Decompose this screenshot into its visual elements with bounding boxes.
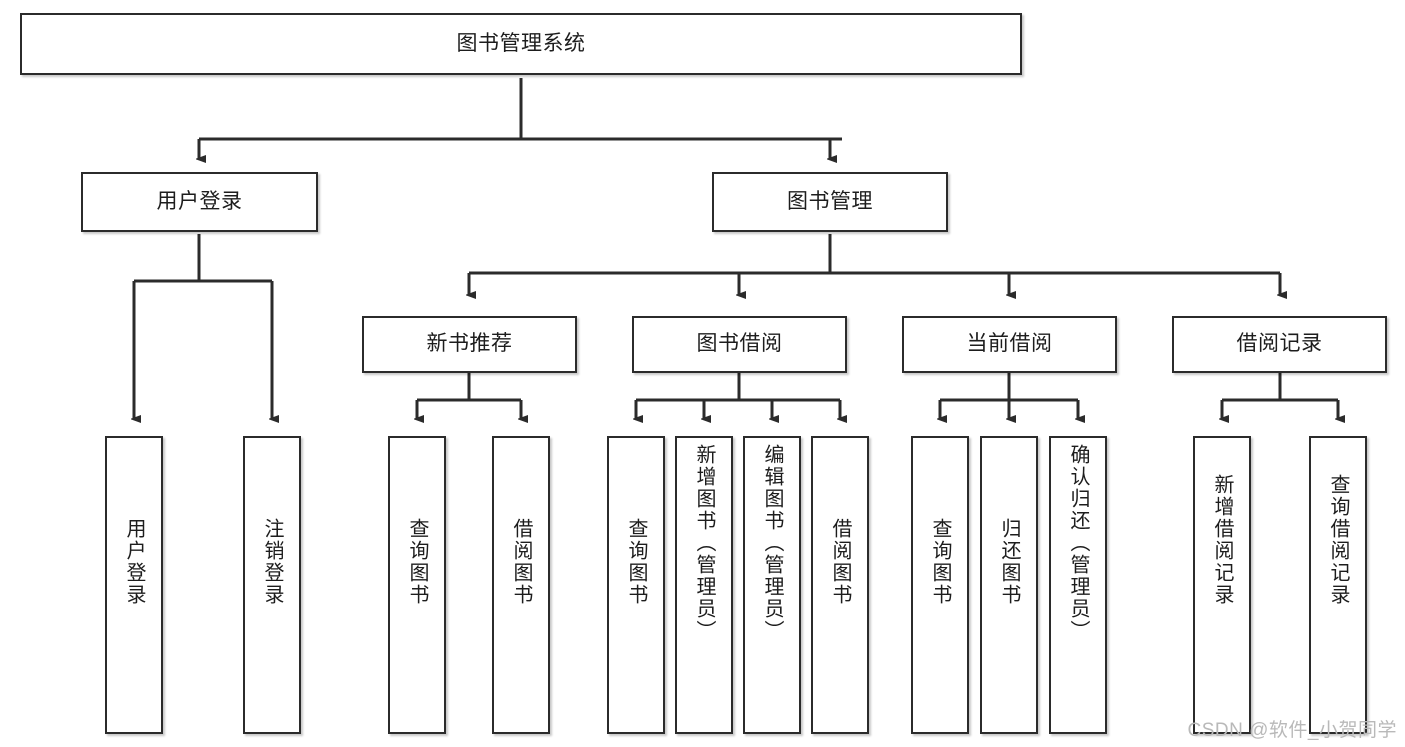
node-leaf-query-book-3-label: 查询图书 bbox=[929, 518, 951, 606]
node-leaf-query-book-1[interactable]: 查询图书 bbox=[388, 436, 446, 734]
watermark: CSDN @软件_小贺同学 bbox=[1187, 720, 1397, 741]
node-leaf-edit-book[interactable]: 编辑图书（管理员） bbox=[743, 436, 801, 734]
node-leaf-borrow-book-1[interactable]: 借阅图书 bbox=[492, 436, 550, 734]
node-root[interactable]: 图书管理系统 bbox=[20, 13, 1022, 75]
node-leaf-query-record-label: 查询借阅记录 bbox=[1327, 474, 1349, 606]
node-borrow-record[interactable]: 借阅记录 bbox=[1172, 316, 1387, 373]
node-new-book-recommend[interactable]: 新书推荐 bbox=[362, 316, 577, 373]
node-leaf-return-book[interactable]: 归还图书 bbox=[980, 436, 1038, 734]
node-book-borrow[interactable]: 图书借阅 bbox=[632, 316, 847, 373]
node-leaf-query-book-1-label: 查询图书 bbox=[406, 518, 428, 606]
node-leaf-add-record[interactable]: 新增借阅记录 bbox=[1193, 436, 1251, 734]
node-leaf-confirm-return[interactable]: 确认归还（管理员） bbox=[1049, 436, 1107, 734]
node-new-book-recommend-label: 新书推荐 bbox=[426, 332, 513, 356]
node-leaf-add-book[interactable]: 新增图书（管理员） bbox=[675, 436, 733, 734]
node-leaf-borrow-book-2[interactable]: 借阅图书 bbox=[811, 436, 869, 734]
node-leaf-query-book-3[interactable]: 查询图书 bbox=[911, 436, 969, 734]
node-leaf-query-record[interactable]: 查询借阅记录 bbox=[1309, 436, 1367, 734]
node-leaf-user-login-label: 用户登录 bbox=[123, 518, 145, 606]
node-leaf-borrow-book-1-label: 借阅图书 bbox=[510, 518, 532, 606]
node-leaf-add-book-label: 新增图书（管理员） bbox=[693, 444, 715, 642]
node-borrow-record-label: 借阅记录 bbox=[1236, 332, 1323, 356]
node-leaf-add-record-label: 新增借阅记录 bbox=[1211, 474, 1233, 606]
node-leaf-query-book-2-label: 查询图书 bbox=[625, 518, 647, 606]
node-leaf-return-book-label: 归还图书 bbox=[998, 518, 1020, 606]
node-leaf-borrow-book-2-label: 借阅图书 bbox=[829, 518, 851, 606]
node-current-borrow[interactable]: 当前借阅 bbox=[902, 316, 1117, 373]
node-book-borrow-label: 图书借阅 bbox=[696, 332, 783, 356]
node-leaf-query-book-2[interactable]: 查询图书 bbox=[607, 436, 665, 734]
node-user-login-label: 用户登录 bbox=[156, 189, 243, 213]
node-book-manage-label: 图书管理 bbox=[787, 189, 873, 213]
node-leaf-edit-book-label: 编辑图书（管理员） bbox=[761, 444, 783, 642]
node-book-manage[interactable]: 图书管理 bbox=[712, 172, 948, 232]
node-user-login[interactable]: 用户登录 bbox=[81, 172, 318, 232]
node-leaf-logout-label: 注销登录 bbox=[261, 518, 283, 606]
node-root-label: 图书管理系统 bbox=[456, 31, 586, 55]
node-current-borrow-label: 当前借阅 bbox=[966, 332, 1053, 356]
node-leaf-confirm-return-label: 确认归还（管理员） bbox=[1067, 444, 1089, 642]
node-leaf-logout[interactable]: 注销登录 bbox=[243, 436, 301, 734]
node-leaf-user-login[interactable]: 用户登录 bbox=[105, 436, 163, 734]
